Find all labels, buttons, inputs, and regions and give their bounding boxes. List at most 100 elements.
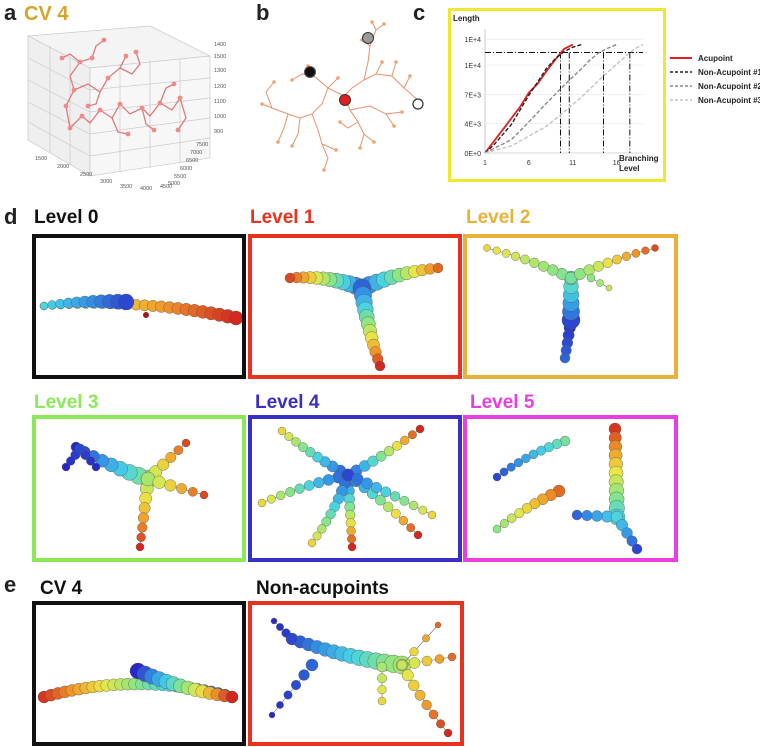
svg-text:1100: 1100: [214, 99, 226, 105]
svg-text:7500: 7500: [196, 142, 208, 148]
graph-node: [521, 503, 533, 514]
panel-c-chart-frame: [448, 8, 666, 182]
graph-node: [298, 669, 310, 681]
graph-node: [181, 438, 191, 448]
series-line-0: [484, 43, 574, 154]
graph-node: [276, 701, 284, 709]
svg-text:2500: 2500: [80, 172, 92, 178]
graph-node: [137, 522, 148, 533]
graph-node: [157, 458, 170, 471]
graph-node: [377, 685, 387, 695]
svg-text:2000: 2000: [57, 164, 69, 170]
graph-node: [346, 526, 356, 536]
panel-b-tree-diagram: [260, 20, 424, 172]
graph-node: [559, 352, 571, 364]
graph-node: [408, 430, 417, 440]
graph-node: [408, 679, 420, 691]
graph-node: [602, 257, 613, 268]
graph-node: [173, 445, 184, 456]
graph-node: [514, 508, 525, 519]
graph-node: [284, 432, 294, 441]
level-4-title: Level 4: [255, 392, 320, 413]
svg-text:1000: 1000: [214, 114, 226, 120]
panel-letter-d: d: [4, 204, 18, 229]
legend-item-non-acupoint-3: Non-Acupoint #3: [670, 96, 760, 105]
graph-node: [409, 647, 419, 657]
y-tick-label: 1E+4: [464, 37, 481, 44]
graph-node: [187, 487, 198, 497]
graph-node: [621, 251, 631, 261]
graph-node: [370, 482, 382, 494]
panel-a-title: CV 4: [24, 3, 69, 25]
graph-node: [312, 451, 323, 463]
non-acupoints-graph: [268, 617, 457, 738]
graph-node: [621, 527, 633, 539]
graph-node: [434, 654, 445, 664]
graph-node: [317, 524, 327, 534]
cv4-graph: [37, 662, 239, 704]
graph-node: [581, 510, 593, 521]
graph-node: [612, 254, 622, 265]
graph-node: [421, 655, 433, 667]
graph-node: [367, 455, 379, 467]
graph-node: [281, 628, 291, 638]
level-0-graph: [39, 293, 242, 326]
panel-c-legend: Acupoint Non-Acupoint #1 Non-Acupoint #2…: [670, 54, 760, 105]
level-2-box: [463, 234, 678, 379]
graph-node: [66, 456, 76, 466]
graph-node: [325, 509, 336, 520]
panel-b-tips: [260, 20, 412, 172]
graph-node: [436, 719, 446, 729]
panel-a-x-ticks: 1500 2000 2500 3000 3500 4000 4500: [35, 156, 172, 192]
graph-node: [398, 515, 408, 526]
graph-node: [303, 480, 315, 491]
cv4-title: CV 4: [40, 578, 83, 599]
level-1-title: Level 1: [250, 207, 315, 228]
x-tick-label: 16: [613, 160, 621, 167]
graph-node: [586, 273, 596, 283]
level-4-graph: [257, 424, 437, 552]
graph-node: [257, 498, 267, 508]
svg-text:1300: 1300: [214, 68, 226, 74]
graph-node: [492, 472, 502, 482]
graph-node: [152, 475, 166, 489]
graph-node: [375, 450, 387, 462]
graph-node: [305, 658, 319, 672]
panel-a-y-ticks: 7500 7000 6500 6000 5500 5000: [168, 142, 208, 187]
level-3-graph: [61, 438, 209, 552]
svg-text:Acupoint: Acupoint: [698, 54, 733, 63]
graph-node: [521, 453, 531, 464]
graph-node: [538, 260, 549, 272]
series-line-1: [484, 43, 582, 154]
graph-node: [312, 531, 322, 541]
graph-node: [483, 244, 491, 252]
svg-text:1500: 1500: [214, 54, 226, 60]
graph-node: [631, 249, 641, 258]
graph-node: [91, 462, 101, 472]
graph-node: [399, 495, 410, 506]
graph-node: [47, 300, 57, 310]
panel-b-marker-white: [412, 98, 424, 110]
svg-text:1200: 1200: [214, 84, 226, 90]
level-0-box: [32, 234, 246, 379]
graph-node: [434, 621, 442, 629]
y-tick-label: 4E+3: [464, 122, 481, 129]
graph-node: [313, 477, 325, 489]
x-axis-label-line2: Level: [619, 164, 639, 173]
panel-a-nodes: [59, 37, 183, 137]
non-acupoints-title: Non-acupoints: [256, 578, 389, 599]
level-2-title: Level 2: [466, 207, 531, 228]
graph-node: [199, 490, 209, 500]
svg-text:3500: 3500: [120, 184, 132, 190]
panel-b-marker-red: [339, 94, 351, 106]
graph-node: [270, 617, 278, 625]
graph-node: [277, 426, 287, 436]
graph-node: [298, 442, 308, 453]
panel-letter-a: a: [4, 0, 17, 25]
graph-node: [136, 532, 146, 542]
panel-letter-e: e: [4, 572, 17, 597]
svg-text:5000: 5000: [168, 181, 180, 187]
level-5-graph: [492, 422, 643, 555]
svg-text:6500: 6500: [186, 158, 198, 164]
graph-node: [137, 512, 149, 524]
